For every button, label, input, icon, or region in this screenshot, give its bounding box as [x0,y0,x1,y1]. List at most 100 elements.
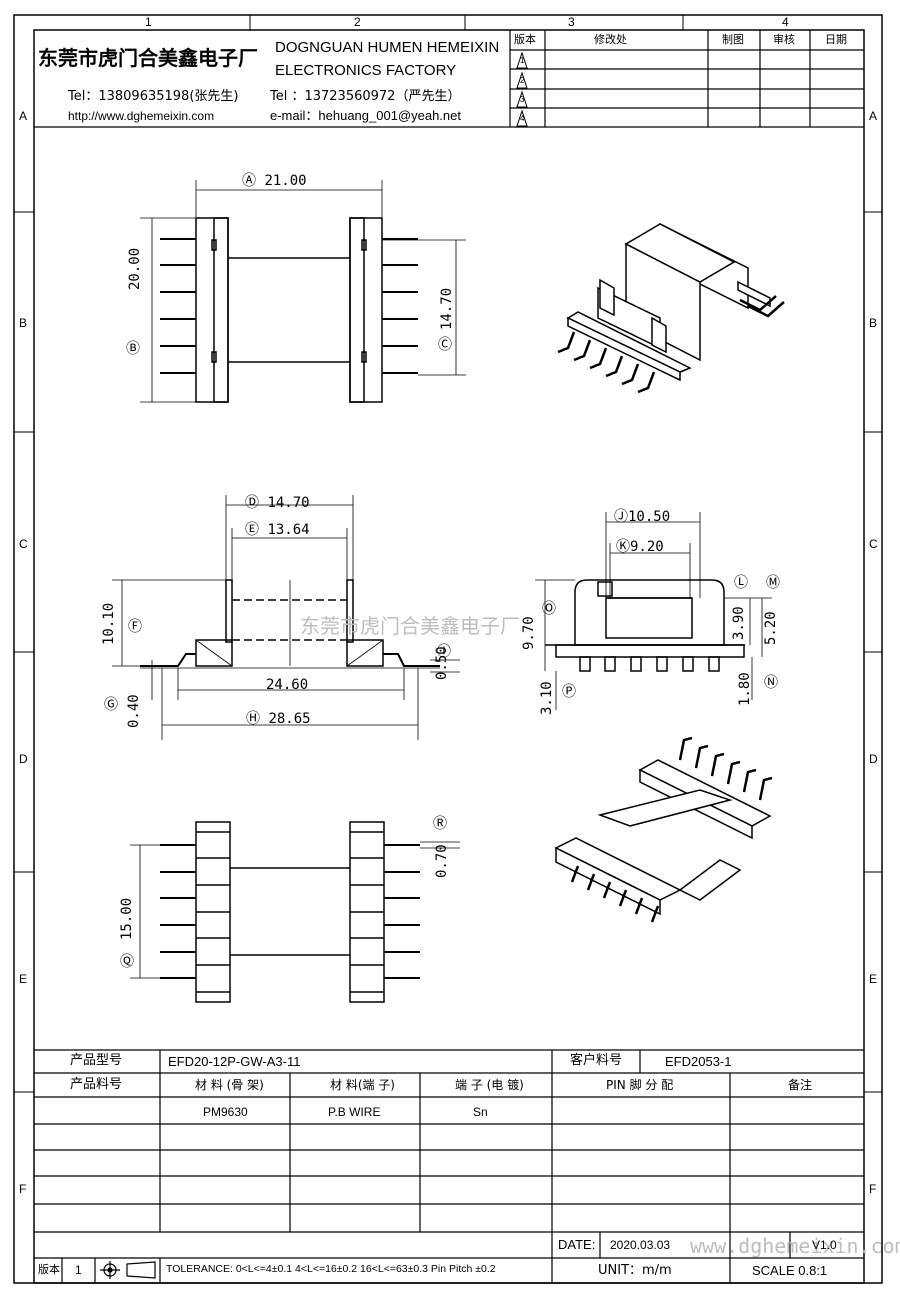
value-version: 1 [75,1263,82,1277]
zone-row-e-right: E [869,972,878,986]
zone-ticks [14,15,882,1093]
bottom-view [160,821,420,1003]
dim-value-i: 0.50 [434,646,450,680]
dim-label-j: Ⓙ10.50 [614,509,671,525]
front-view-dims [112,495,460,740]
dim-label-p-circle: Ⓟ [562,684,576,700]
zone-row-a-left: A [19,109,28,123]
value-customer-pn: EFD2053-1 [665,1054,732,1069]
dim-label-n-circle: Ⓝ [764,675,778,691]
zone-col-4: 4 [782,15,789,29]
rev-row-2: 2 [520,76,525,85]
revision-triangles [516,51,528,127]
watermark-url: www.dghemeixin.com [690,1234,900,1258]
front-view [140,579,440,669]
dim-value-24-60: 24.60 [266,677,309,693]
tolerance-text: TOLERANCE: 0<L<=4±0.1 4<L<=16±0.2 16<L<=… [166,1263,496,1275]
header-grid [34,30,864,128]
value-date: 2020.03.03 [610,1238,671,1252]
rev-header-date: 日期 [825,33,847,46]
label-product-pn: 产品料号 [70,1077,123,1092]
zone-row-f-left: F [19,1182,27,1196]
isometric-view-bottom [554,736,773,923]
dim-label-h: Ⓗ 28.65 [246,711,311,727]
dim-value-p: 3.10 [539,681,555,715]
rev-header-checked: 审核 [773,33,795,46]
zone-row-b-right: B [869,316,878,330]
rev-row-4: 4 [520,114,525,123]
scale-text: SCALE 0.8:1 [752,1263,828,1278]
company-name-cn: 东莞市虎门合美鑫电子厂 [38,46,258,70]
dim-label-l-circle: Ⓛ [734,575,748,591]
company-name-en-2: ELECTRONICS FACTORY [275,62,457,79]
label-material-bobbin: 材 料 (骨 架) [195,1078,264,1092]
projection-symbol [100,1261,156,1279]
label-pin-assignment: PIN 脚 分 配 [606,1078,674,1092]
dim-value-o: 9.70 [521,616,537,650]
dim-label-f-circle: Ⓕ [128,619,142,635]
zone-col-2: 2 [354,15,361,29]
label-material-pin: 材 料(端 子) [330,1078,395,1092]
side-view [545,579,745,672]
company-tel-2: Tel ：13723560972（严先生） [270,89,461,104]
rev-header-change: 修改处 [594,33,627,46]
value-version-no: V1.0 [812,1238,837,1252]
dim-label-k: Ⓚ9.20 [616,539,664,555]
dim-value-r: 0.70 [434,844,450,878]
rev-header-version: 版本 [514,33,536,46]
company-url[interactable]: http://www.dghemeixin.com [68,109,215,123]
zone-col-3: 3 [568,15,575,29]
dim-label-g-circle: Ⓖ [104,697,118,713]
label-remark: 备注 [788,1078,813,1092]
zone-row-e-left: E [19,972,28,986]
dim-label-r-circle: Ⓡ [433,816,447,832]
value-material-pin: P.B WIRE [328,1105,381,1119]
dim-label-b-circle: Ⓑ [126,341,140,357]
dim-label-m-circle: Ⓜ [766,575,780,591]
isometric-view-top [557,222,785,394]
rev-row-1: 1 [520,56,525,65]
zone-row-c-left: C [19,537,28,551]
dim-value-f: 10.10 [101,602,117,645]
dim-label-e: Ⓔ 13.64 [245,522,310,538]
dim-value-b: 20.00 [127,247,143,290]
dim-label-i-circle: Ⓘ [437,644,451,660]
label-product-model: 产品型号 [70,1053,123,1068]
zone-row-c-right: C [869,537,878,551]
label-plating: 端 子 (电 镀) [455,1078,524,1092]
title-table-grid [34,1049,864,1283]
watermark-text: 东莞市虎门合美鑫电子厂 [300,614,520,638]
dim-label-o-circle: Ⓞ [542,601,556,617]
zone-row-f-right: F [869,1182,877,1196]
top-view [160,217,418,403]
company-name-en-1: DOGNGUAN HUMEN HEMEIXIN [275,39,500,56]
company-email[interactable]: e-mail：hehuang_001@yeah.net [270,108,461,123]
label-date: DATE: [558,1237,596,1252]
dim-value-n: 1.80 [737,672,753,706]
side-view-dims [535,512,772,710]
zone-row-d-right: D [869,752,878,766]
label-customer-pn: 客户料号 [570,1053,623,1068]
inner-frame [33,29,865,1284]
value-material-bobbin: PM9630 [203,1105,248,1119]
zone-row-b-left: B [19,316,28,330]
bottom-view-dims [130,841,460,979]
top-view-dims [140,180,466,403]
rev-row-3: 3 [520,95,525,104]
dim-value-q: 15.00 [119,897,135,940]
dim-label-c-circle: Ⓒ [438,337,452,353]
dim-label-a: Ⓐ 21.00 [242,173,307,189]
zone-row-a-right: A [869,109,878,123]
zone-col-1: 1 [145,15,152,29]
zone-row-d-left: D [19,752,28,766]
label-version: 版本 [38,1263,60,1276]
value-product-model: EFD20-12P-GW-A3-11 [168,1054,301,1069]
company-tel-1: Tel：13809635198(张先生) [68,89,239,104]
dim-value-g: 0.40 [126,694,142,728]
rev-header-drawn: 制图 [722,33,744,46]
dim-value-3-90: 3.90 [731,606,747,640]
dim-value-5-20: 5.20 [763,611,779,645]
unit-text: UNIT：m/m [598,1263,672,1278]
dim-label-q-circle: Ⓠ [120,954,134,970]
